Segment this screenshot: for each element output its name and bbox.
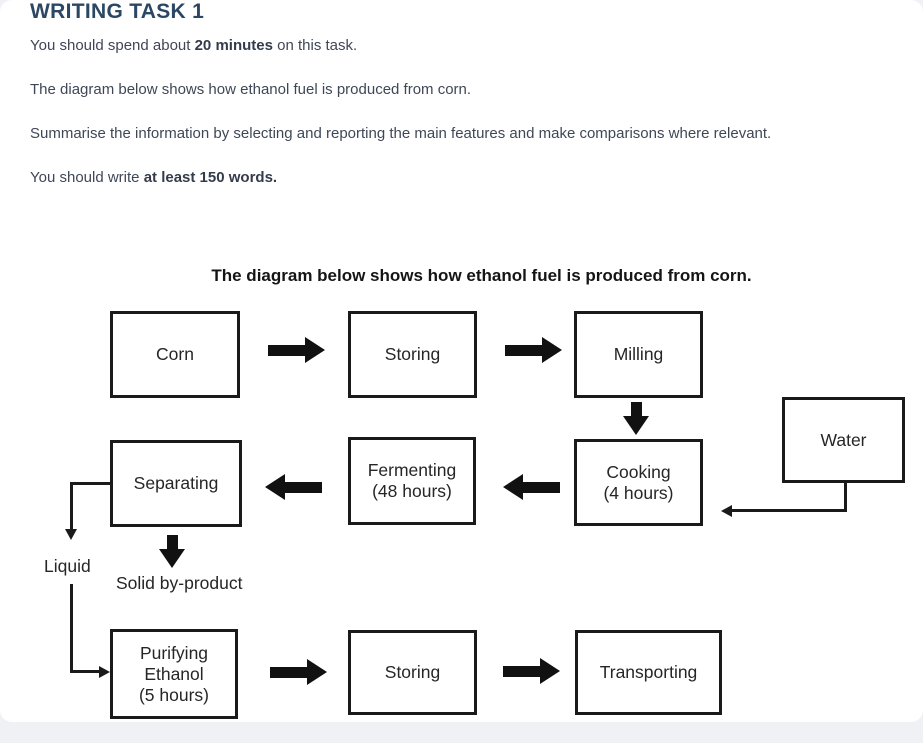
box-label: Storing [384,344,441,364]
instruction-summarise: Summarise the information by selecting a… [30,125,772,142]
diagram-box-separating: Separating [110,440,242,527]
box-label-duration: (48 hours) [372,481,452,501]
box-label: Transporting [599,662,698,682]
task-card: WRITING TASK 1 You should spend about 20… [0,0,923,722]
box-label: Cooking [606,461,671,482]
diagram-box-fermenting: Fermenting (48 hours) [348,437,476,525]
box-label: Purifying [139,642,209,663]
box-label-duration: (5 hours) [138,684,210,705]
instruction-prompt: The diagram below shows how ethanol fuel… [30,81,472,98]
box-label: Separating [133,473,219,493]
diagram-box-storing-2: Storing [348,630,477,715]
diagram-box-corn: Corn [110,311,240,398]
arrow-left-cooking-to-fermenting-icon [503,474,560,500]
diagram-box-water: Water [782,397,905,483]
arrow-right-storing-to-transporting-icon [503,658,560,684]
arrow-right-corn-to-storing-icon [268,337,325,363]
box-label: Storing [384,662,441,682]
arrow-left-fermenting-to-separating-icon [265,474,322,500]
arrowhead-liquid-to-purifying-icon [99,666,110,678]
box-label: Corn [156,344,194,364]
connector-liquid-vertical [70,584,73,673]
instruction-time: You should spend about 20 minutes on thi… [30,37,358,54]
diagram-box-cooking: Cooking (4 hours) [574,439,703,526]
connector-separating-vertical [70,482,73,530]
connector-liquid-horizontal [70,670,100,673]
label-solid-by-product: Solid by-product [116,573,243,593]
arrow-down-milling-to-cooking-icon [623,402,649,435]
arrow-right-purifying-to-storing-icon [270,659,327,685]
arrowhead-water-to-cooking-icon [721,505,732,517]
connector-separating-horizontal [70,482,110,485]
label-liquid: Liquid [44,556,91,576]
box-label-duration: (4 hours) [603,482,674,503]
box-label: Fermenting [367,460,457,480]
instruction-word-count: You should write at least 150 words. [30,169,278,186]
box-label: Ethanol [144,663,204,684]
box-label: Milling [613,344,664,364]
diagram-box-purifying-ethanol: Purifying Ethanol (5 hours) [110,629,238,719]
diagram-box-storing-1: Storing [348,311,477,398]
box-label: Water [820,429,867,450]
diagram-box-transporting: Transporting [575,630,722,715]
diagram-box-milling: Milling [574,311,703,398]
diagram-title: The diagram below shows how ethanol fuel… [211,266,752,285]
connector-water-horizontal [731,509,847,512]
arrow-right-storing-to-milling-icon [505,337,562,363]
page-title: WRITING TASK 1 [30,0,205,23]
connector-water-vertical [844,483,847,512]
arrowhead-separating-to-liquid-icon [65,529,77,540]
arrow-down-separating-to-solid-icon [159,535,185,568]
